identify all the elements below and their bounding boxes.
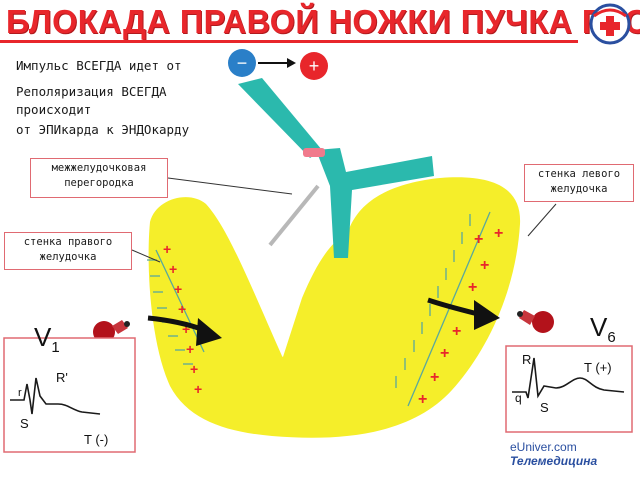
svg-text:+: + (474, 231, 483, 248)
septum-label: межжелудочковая перегородка (30, 158, 168, 198)
rv-wall-label-line-2: желудочка (39, 251, 97, 263)
lv-wall-hatching (395, 211, 491, 407)
lv-wall-label: стенка левого желудочка (524, 164, 634, 202)
his-bundle-conduction (238, 78, 322, 158)
impulse-note: Импульс ВСЕГДА идет от (16, 58, 182, 73)
v6-q-label: q (515, 391, 522, 405)
rv-wall-label: стенка правого желудочка (4, 232, 132, 270)
svg-text:−: − (237, 53, 248, 73)
medical-logo-icon (589, 3, 631, 45)
svg-text:+: + (178, 301, 186, 317)
svg-text:+: + (430, 369, 439, 386)
v1-ecg-box (3, 337, 136, 453)
ventricular-myocardium (148, 177, 521, 438)
lv-wall-label-line-2: желудочка (550, 183, 608, 195)
rv-wall-label-line-1: стенка правого (23, 236, 113, 248)
v1-t-label: T (-) (84, 432, 108, 447)
svg-text:+: + (468, 279, 477, 296)
svg-text:+: + (494, 225, 503, 242)
svg-text:+: + (174, 281, 182, 297)
svg-text:+: + (194, 381, 202, 397)
rv-depolarization-arrow-icon (147, 315, 222, 346)
repolarization-note-line-2: происходит (16, 102, 92, 117)
watermark: eUniver.com Телемедицина (510, 440, 597, 468)
svg-text:+: + (169, 261, 177, 277)
v1-r-prime-label: R' (56, 370, 68, 385)
septum-leader-line (167, 177, 293, 195)
septum-label-line-2: перегородка (64, 177, 134, 189)
lv-depolarization-arrow-icon (427, 297, 500, 330)
left-ventricle-cavity (282, 232, 351, 392)
rv-leader-line (131, 249, 161, 263)
negative-pole-icon: − (228, 49, 256, 77)
lv-leader-line (527, 203, 557, 237)
impulse-direction-arrow-icon (258, 58, 296, 68)
rv-positive-charges: + + + + + + + + (163, 241, 202, 397)
svg-text:+: + (186, 341, 194, 357)
v6-s-label: S (540, 400, 549, 415)
svg-text:+: + (480, 257, 489, 274)
lead-v6-label: V6 (590, 312, 616, 347)
bundle-block-marker (303, 148, 325, 157)
v1-ecg-trace (10, 377, 101, 415)
repolarization-note-line-1: Реполяризация ВСЕГДА (16, 84, 167, 99)
svg-text:+: + (418, 391, 427, 408)
watermark-line-1: eUniver.com (510, 440, 577, 454)
svg-text:+: + (163, 241, 171, 257)
v6-r-label: R (522, 352, 531, 367)
v1-s-label: S (20, 416, 29, 431)
svg-text:+: + (182, 321, 190, 337)
v1-r-label: r (18, 387, 22, 399)
page-title: БЛОКАДА ПРАВОЙ НОЖКИ ПУЧКА ГИСА (6, 3, 640, 40)
v6-electrode-icon (517, 310, 554, 333)
svg-text:+: + (190, 361, 198, 377)
watermark-line-2: Телемедицина (510, 454, 598, 468)
v6-t-label: T (+) (584, 360, 612, 375)
svg-text:+: + (440, 345, 449, 362)
lead-v1-label: V1 (34, 322, 60, 357)
v6-ecg-box (505, 345, 633, 433)
title-underline (0, 40, 578, 43)
left-bundle-branch (316, 148, 434, 258)
lv-wall-label-line-1: стенка левого (537, 168, 621, 180)
v6-ecg-trace (512, 357, 625, 399)
positive-pole-icon: + (300, 52, 328, 80)
repolarization-note-line-3: от ЭПИкарда к ЭНДОкарду (16, 122, 190, 137)
svg-text:+: + (309, 56, 320, 76)
septum-label-line-1: межжелудочковая (51, 162, 147, 174)
svg-text:+: + (452, 323, 461, 340)
